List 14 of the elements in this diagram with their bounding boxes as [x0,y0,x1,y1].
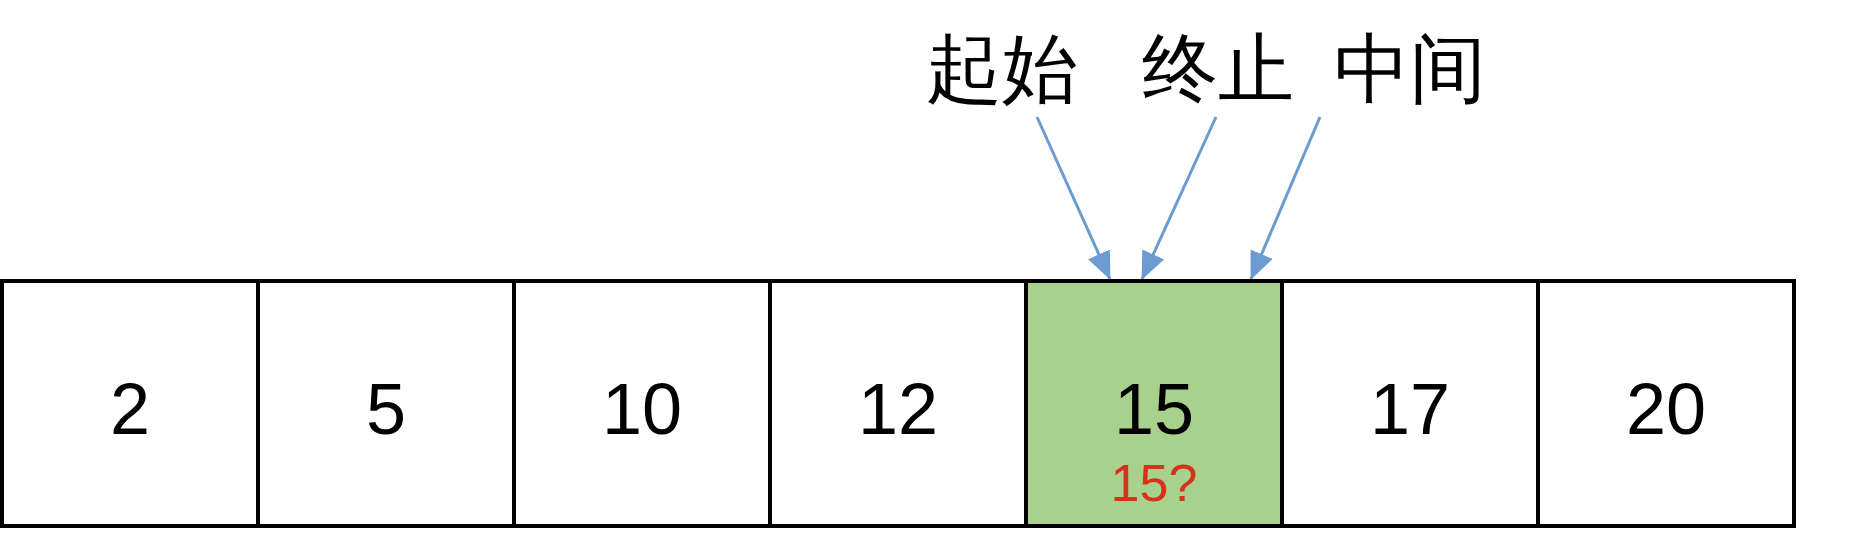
cell-value: 15 [1113,373,1195,445]
pointer-label: 起始 [926,31,1078,107]
cell-value: 17 [1369,373,1451,445]
cell-value: 2 [110,373,150,445]
pointer-label: 中间 [1334,31,1486,107]
cell-value: 10 [601,373,683,445]
cell-value: 12 [857,373,939,445]
arrow [1035,116,1112,280]
arrow [1249,116,1322,280]
pointer-label: 终止 [1142,31,1294,107]
cell-value: 20 [1625,373,1707,445]
cell-value: 5 [366,373,406,445]
arrow [1140,116,1218,280]
query-note: 15? [1110,457,1198,509]
